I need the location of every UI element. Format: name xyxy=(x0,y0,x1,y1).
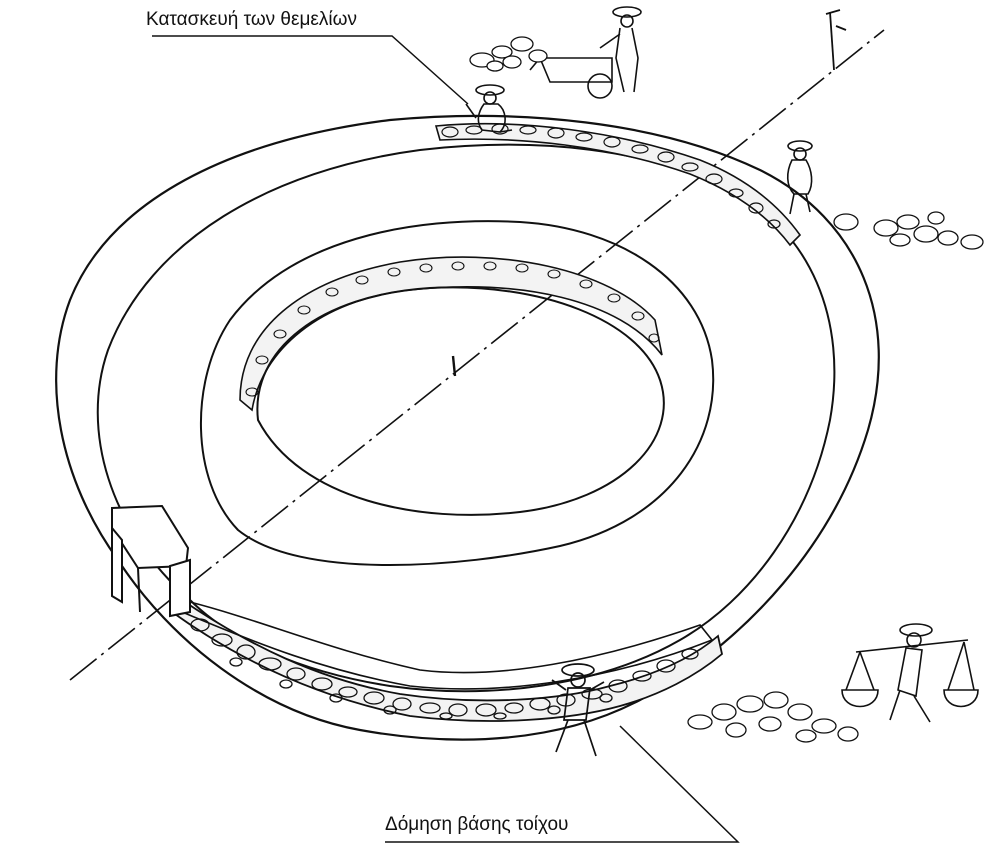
door-frame xyxy=(111,504,191,618)
inner-trench-band xyxy=(239,256,663,412)
center-mark xyxy=(451,355,457,377)
inner-trench-stones xyxy=(245,261,660,397)
outer-wall-inner-edge xyxy=(96,143,836,693)
axis-line xyxy=(69,29,885,681)
worker-bottom-icon xyxy=(551,663,605,757)
worker-right-icon xyxy=(786,140,813,215)
outer-trench-band xyxy=(170,598,723,722)
leader-line-foundation xyxy=(152,35,469,105)
worker-top-icon xyxy=(465,84,513,133)
survey-stake-icon xyxy=(825,9,847,71)
porter-with-baskets-icon xyxy=(841,623,979,723)
rock-pile-top-icon xyxy=(469,36,548,72)
trench-stones-top xyxy=(441,123,781,229)
label-foundation-construction: Κατασκευή των θεμελίων xyxy=(146,9,357,30)
inner-ring-outer-edge xyxy=(200,220,715,567)
leader-line-wall-base xyxy=(385,725,740,843)
label-wall-base-construction: Δόμηση βάσης τοίχου xyxy=(385,814,569,835)
rock-pile-bottom-icon xyxy=(687,691,859,743)
outer-trench-top xyxy=(434,122,802,247)
courtyard-edge xyxy=(256,286,665,516)
outer-rim xyxy=(55,114,880,741)
rock-pile-right-icon xyxy=(833,211,984,250)
wall-base-segment xyxy=(180,601,714,690)
trench-stones-front xyxy=(190,618,699,720)
worker-with-cart-icon xyxy=(529,6,642,99)
